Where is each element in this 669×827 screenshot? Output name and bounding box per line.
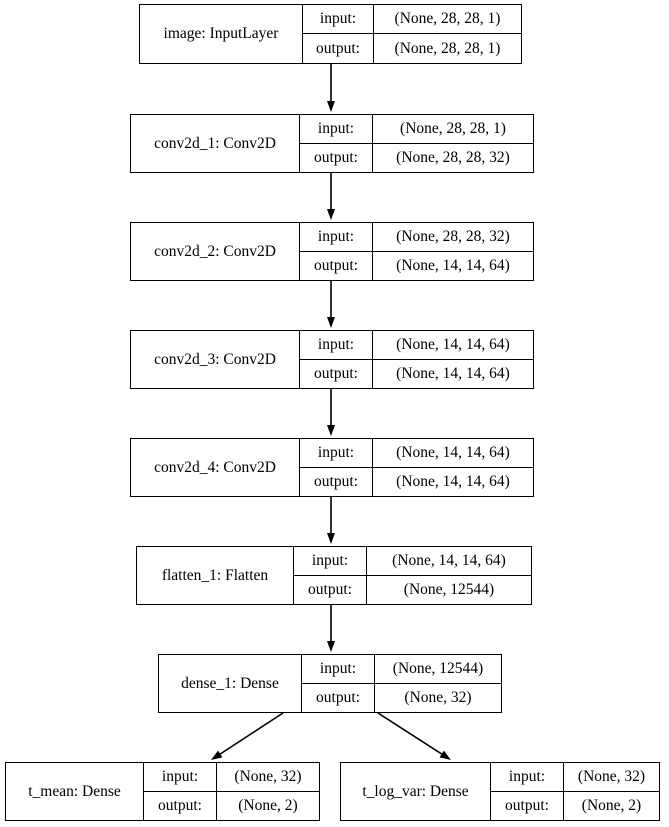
layer-output-label-conv2d_2: output: [300, 251, 373, 280]
layer-input-label-t_mean: input: [144, 763, 217, 791]
layer-output-row-dense_1: output: (None, 32) [302, 683, 501, 712]
layer-input-row-conv2d_4: input: (None, 14, 14, 64) [300, 439, 533, 468]
layer-input-label-dense_1: input: [302, 655, 375, 683]
layer-name-t_mean: t_mean: Dense [6, 763, 144, 820]
layer-output-shape-conv2d_2: (None, 14, 14, 64) [396, 256, 510, 274]
edge-arrowhead-image-to-conv2d_1 [327, 101, 335, 112]
layer-input-shape-conv2d_1: (None, 28, 28, 1) [400, 119, 506, 137]
layer-output-shape-t_log_var: (None, 2) [581, 796, 642, 814]
layer-output-shape-conv2d_3: (None, 14, 14, 64) [396, 364, 510, 382]
layer-output-label-dense_1: output: [302, 683, 375, 712]
edge-arrowhead-conv2d_1-to-conv2d_2 [327, 209, 335, 220]
layer-input-shape-dense_1: (None, 12544) [392, 659, 484, 677]
edge-arrowhead-flatten_1-to-dense_1 [327, 641, 335, 652]
edge-arrowhead-conv2d_2-to-conv2d_3 [327, 317, 335, 328]
layer-name-flatten_1: flatten_1: Flatten [137, 547, 294, 604]
layer-name-conv2d_4: conv2d_4: Conv2D [131, 439, 300, 496]
layer-input-shape-conv2d_4: (None, 14, 14, 64) [396, 443, 510, 461]
layer-input-row-conv2d_2: input: (None, 28, 28, 32) [300, 223, 533, 252]
layer-output-shape-t_mean: (None, 2) [238, 796, 298, 814]
layer-name-conv2d_1: conv2d_1: Conv2D [131, 115, 300, 172]
layer-input-shape-flatten_1: (None, 14, 14, 64) [392, 551, 506, 569]
layer-input-row-dense_1: input: (None, 12544) [302, 655, 501, 684]
edge-line-dense_1-to-t_mean [219, 712, 284, 755]
layer-io-block-conv2d_1: input: (None, 28, 28, 1) output: (None, 28,… [300, 115, 533, 172]
layer-input-row-conv2d_1: input: (None, 28, 28, 1) [300, 115, 533, 144]
layer-io-block-conv2d_2: input: (None, 28, 28, 32) output: (None, 14… [300, 223, 533, 280]
layer-name-t_log_var: t_log_var: Dense [341, 763, 491, 820]
layer-input-label-conv2d_3: input: [300, 331, 373, 359]
layer-output-label-flatten_1: output: [294, 575, 367, 604]
edge-arrowhead-dense_1-to-t_mean [211, 750, 223, 760]
layer-input-label-image: input: [303, 5, 374, 33]
layer-name-dense_1: dense_1: Dense [159, 655, 302, 712]
layer-output-row-conv2d_1: output: (None, 28, 28, 32) [300, 143, 533, 172]
layer-input-row-flatten_1: input: (None, 14, 14, 64) [294, 547, 531, 576]
layer-output-shape-flatten_1: (None, 12544) [403, 580, 495, 598]
layer-name-image: image: InputLayer [140, 5, 303, 63]
layer-output-shape-conv2d_1: (None, 28, 28, 32) [396, 148, 510, 166]
edge-arrowhead-dense_1-to-t_log_var [439, 750, 451, 760]
layer-input-shape-t_mean: (None, 32) [234, 767, 302, 785]
layer-input-row-image: input: (None, 28, 28, 1) [303, 5, 521, 34]
layer-name-conv2d_3: conv2d_3: Conv2D [131, 331, 300, 388]
layer-output-label-t_log_var: output: [491, 791, 564, 820]
layer-output-row-conv2d_2: output: (None, 14, 14, 64) [300, 251, 533, 280]
layer-output-row-conv2d_4: output: (None, 14, 14, 64) [300, 467, 533, 496]
layer-output-row-image: output: (None, 28, 28, 1) [303, 34, 521, 63]
edge-arrowhead-conv2d_4-to-flatten_1 [327, 533, 335, 544]
layer-output-row-flatten_1: output: (None, 12544) [294, 575, 531, 604]
layer-output-row-t_mean: output: (None, 2) [144, 791, 319, 820]
layer-output-shape-conv2d_4: (None, 14, 14, 64) [396, 472, 510, 490]
layer-output-label-conv2d_1: output: [300, 143, 373, 172]
layer-output-label-conv2d_4: output: [300, 467, 373, 496]
layer-output-label-image: output: [303, 34, 374, 63]
layer-io-block-image: input: (None, 28, 28, 1) output: (None, 28,… [303, 5, 521, 63]
layer-input-label-flatten_1: input: [294, 547, 367, 575]
layer-input-label-conv2d_4: input: [300, 439, 373, 467]
layer-input-label-conv2d_2: input: [300, 223, 373, 251]
edge-line-dense_1-to-t_log_var [377, 712, 443, 755]
layer-input-shape-t_log_var: (None, 32) [577, 767, 646, 785]
layer-output-shape-image: (None, 28, 28, 1) [394, 39, 501, 57]
layer-input-shape-conv2d_2: (None, 28, 28, 32) [396, 227, 510, 245]
layer-output-label-t_mean: output: [144, 791, 217, 820]
edge-arrowhead-conv2d_3-to-conv2d_4 [327, 425, 335, 436]
layer-input-label-t_log_var: input: [491, 763, 564, 791]
layer-io-block-dense_1: input: (None, 12544) output: (None, 32) [302, 655, 501, 712]
layer-io-block-conv2d_4: input: (None, 14, 14, 64) output: (None, 14… [300, 439, 533, 496]
layer-input-row-t_log_var: input: (None, 32) [491, 763, 659, 792]
layer-input-label-conv2d_1: input: [300, 115, 373, 143]
layer-io-block-t_log_var: input: (None, 32) output: (None, 2) [491, 763, 659, 820]
layer-input-row-conv2d_3: input: (None, 14, 14, 64) [300, 331, 533, 360]
layer-io-block-t_mean: input: (None, 32) output: (None, 2) [144, 763, 319, 820]
layer-input-shape-conv2d_3: (None, 14, 14, 64) [396, 335, 510, 353]
layer-name-conv2d_2: conv2d_2: Conv2D [131, 223, 300, 280]
layer-io-block-conv2d_3: input: (None, 14, 14, 64) output: (None, 14… [300, 331, 533, 388]
layer-output-label-conv2d_3: output: [300, 359, 373, 388]
layer-output-row-conv2d_3: output: (None, 14, 14, 64) [300, 359, 533, 388]
layer-io-block-flatten_1: input: (None, 14, 14, 64) output: (None, 12… [294, 547, 531, 604]
layer-input-shape-image: (None, 28, 28, 1) [394, 10, 501, 27]
layer-input-row-t_mean: input: (None, 32) [144, 763, 319, 792]
layer-output-shape-dense_1: (None, 32) [404, 688, 472, 706]
layer-output-row-t_log_var: output: (None, 2) [491, 791, 659, 820]
